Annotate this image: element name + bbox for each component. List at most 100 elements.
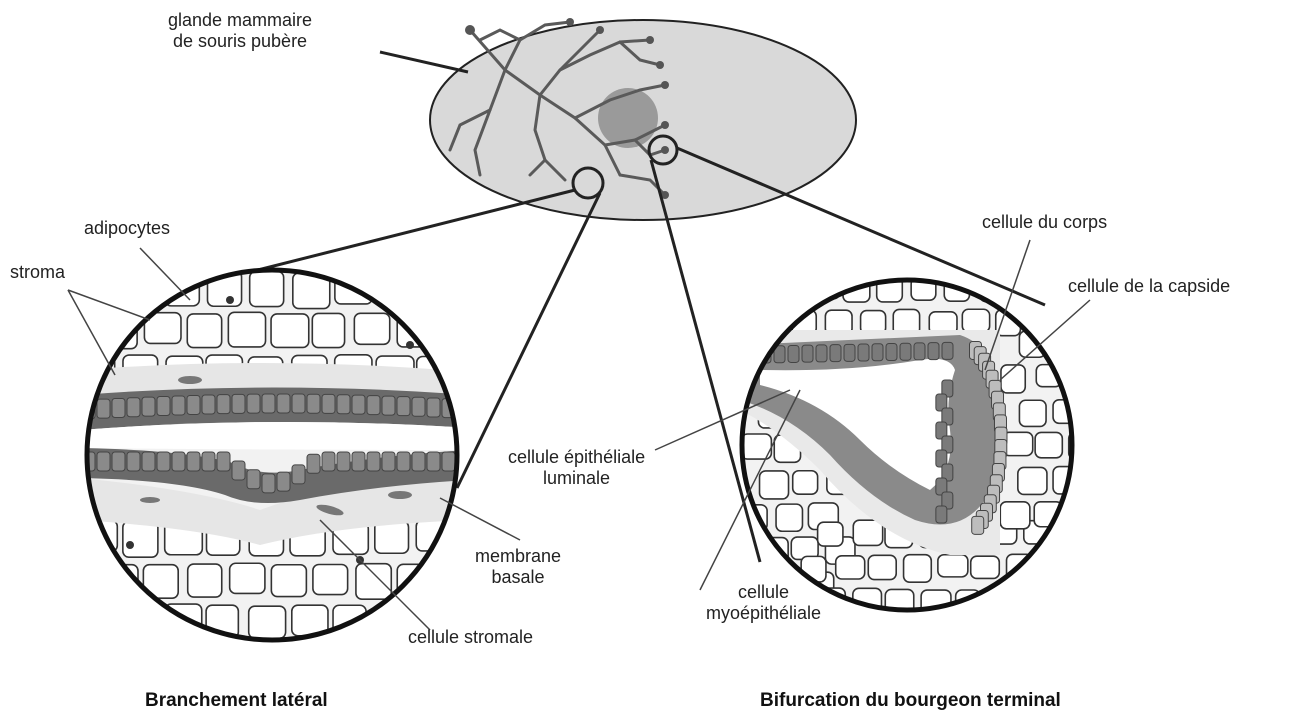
epithelial-cell [942,342,953,359]
adipocyte [440,315,476,346]
label-luminal-line1: cellule épithéliale [508,447,645,468]
adipocyte [868,555,896,579]
epithelial-cell [352,452,365,471]
label-myo-line1: cellule [706,582,821,603]
adipocyte [458,354,495,390]
label-body-cell: cellule du corps [982,212,1107,233]
adipocyte [376,271,411,304]
adipocyte [1065,309,1090,333]
adipocyte [1072,555,1098,583]
epithelial-cell [802,345,813,362]
epithelial-cell [352,395,365,414]
epithelial-cell [187,452,200,471]
adipocyte [81,607,119,641]
epithelial-cell [816,345,827,362]
adipocyte [904,555,932,582]
caption-lateral-branch: Branchement latéral [145,690,328,712]
adipocyte [1040,557,1069,585]
adipocyte [775,275,803,302]
epithelial-cell [232,394,245,413]
label-gland: glande mammaire de souris pubère [168,10,312,52]
epithelial-cell [307,394,320,413]
adipocyte [313,564,348,594]
adipocyte [1030,312,1060,338]
adipocyte [962,309,989,332]
adipocyte [793,471,818,494]
epithelial-cell [202,395,215,414]
adipocyte [440,564,475,597]
epithelial-cell [886,343,897,360]
epithelial-cell [187,395,200,414]
epithelial-cell [247,394,260,413]
adipocyte [124,605,158,640]
label-gland-line2: de souris pubère [168,31,312,52]
epithelial-cell [367,452,380,471]
epithelial-cell [232,461,245,480]
adipocyte [757,311,785,335]
adipocyte [123,521,158,557]
epithelial-cell [427,452,440,471]
label-gland-line1: glande mammaire [168,10,312,31]
label-myoepithelial-cell: cellule myoépithéliale [706,582,821,624]
epithelial-cell [457,399,470,418]
label-stroma: stroma [10,262,65,283]
label-adipocytes: adipocytes [84,218,170,239]
epithelial-cell [142,397,155,416]
adipocyte [776,504,802,531]
epithelial-cell [127,398,140,417]
epithelial-cell [844,344,855,361]
adipocyte [1069,502,1094,524]
duct-lumen [80,422,470,450]
adipocyte [1035,432,1062,457]
epithelial-cell [322,394,335,413]
epithelial-cell [412,452,425,471]
epithelial-cell [262,474,275,493]
adipocyte [250,271,284,306]
epithelial-cell [142,452,155,471]
label-membrane: membrane basale [475,546,561,588]
epithelial-cell [830,345,841,362]
epithelial-cell [382,452,395,471]
epithelial-cell [277,394,290,413]
epithelial-cell [157,397,170,416]
adipocyte [743,275,770,300]
epithelial-cell [412,397,425,416]
epithelial-cell [367,396,380,415]
adipocyte [230,563,265,593]
adipocyte [80,271,115,304]
epithelial-cell [914,343,925,360]
adipocyte [836,556,865,579]
adipocyte [103,565,138,599]
label-luminal-line2: luminale [508,468,645,489]
label-luminal-cell: cellule épithéliale luminale [508,447,645,489]
adipocyte [249,606,286,638]
epithelial-cell [928,343,939,360]
terminal-bud-view [740,275,1098,632]
adipocyte [1018,467,1047,494]
epithelial-cell [172,452,185,471]
epithelial-cell [97,399,110,418]
epithelial-cell [112,452,125,471]
label-cap-cell: cellule de la capside [1068,276,1230,297]
adipocyte [818,522,843,546]
epithelial-cell [202,452,215,471]
epithelial-cell [217,452,230,471]
epithelial-cell [292,394,305,413]
adipocyte [853,520,882,545]
adipocyte [971,556,1000,578]
epithelial-cell [936,506,947,523]
epithelial-cell [307,454,320,473]
label-membrane-line1: membrane [475,546,561,567]
caption-terminal-bud: Bifurcation du bourgeon terminal [760,690,1061,712]
adipocyte [122,273,157,306]
adipocyte [374,604,407,637]
epithelial-cell [427,398,440,417]
epithelial-cell [172,396,185,415]
epithelial-cell [382,396,395,415]
adipocyte [187,314,221,348]
epithelial-cell [292,465,305,484]
epithelial-cell [217,395,230,414]
adipocyte [375,521,409,553]
epithelial-cell [900,343,911,360]
lateral-branch-view [80,270,495,642]
